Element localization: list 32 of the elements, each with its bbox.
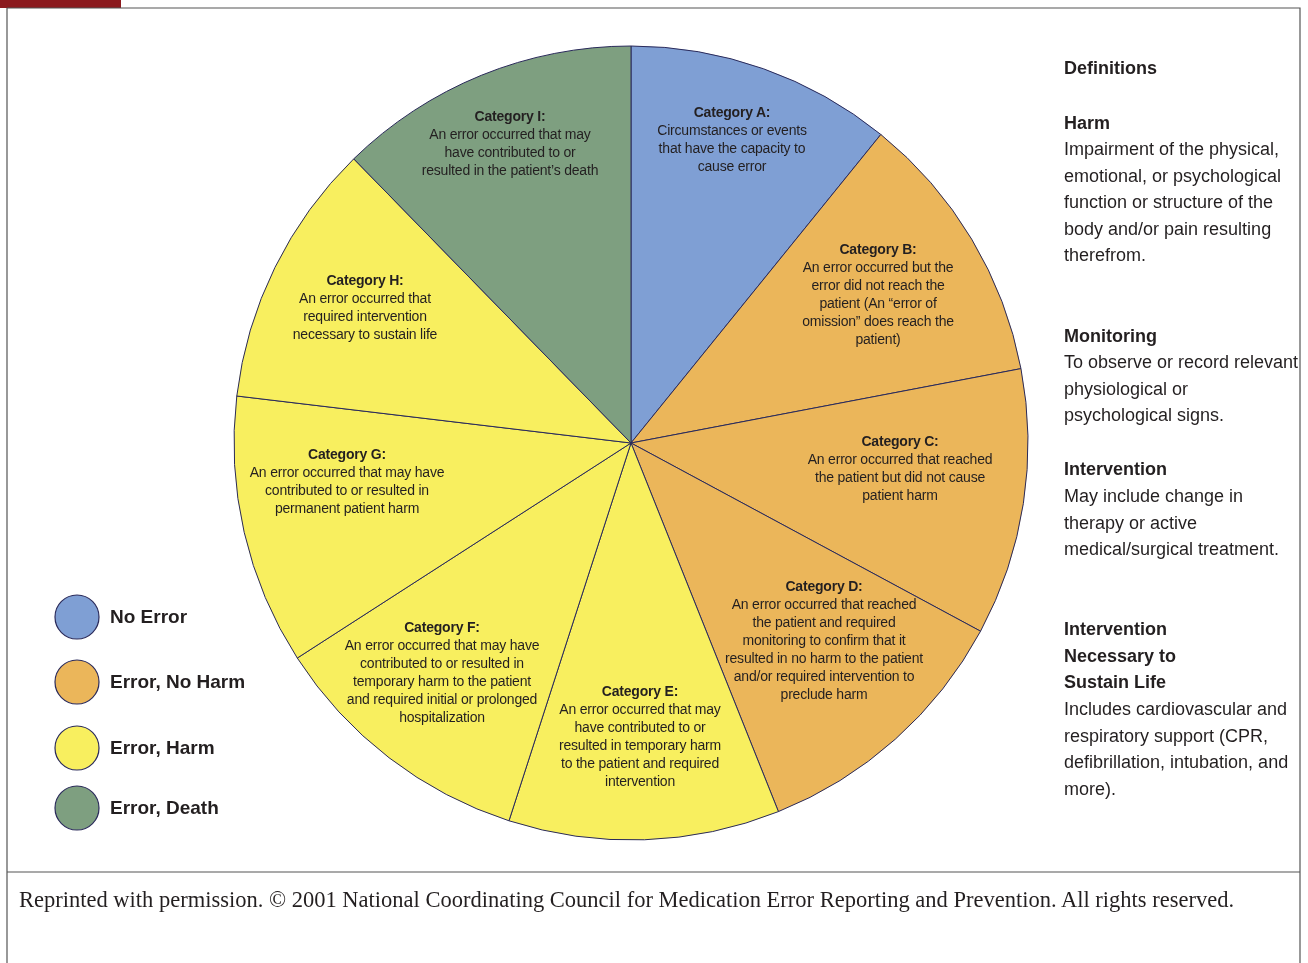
legend-label: Error, Harm [110, 736, 215, 760]
category-description: An error occurred that may have contributed to or resulted in the patient’s death [420, 125, 600, 179]
legend-label: Error, No Harm [110, 670, 246, 694]
category-description: An error occurred but the error did not reach the patient (An “error of omission” does reach the patient) [801, 258, 955, 348]
category-heading: Category G: [307, 445, 387, 463]
category-description: An error occurred that reached the patient and required monitoring to confirm that it resulted in no harm to the patient and/or required intervention to preclude harm [724, 595, 924, 703]
legend-label: No Error [110, 605, 188, 629]
category-description: An error occurred that required intervention necessary to sustain life [291, 289, 439, 343]
definition-text: May include change in therapy or active medical/surgical treatment. [1064, 485, 1281, 561]
caption: Reprinted with permission. © 2001 National Coordinating Council for Medication Error Reporting and Prevention. All rights reserved. [19, 886, 1235, 914]
definition-text: Impairment of the physical, emotional, or psychological function or structure of the body and/or pain resulting therefrom. [1064, 138, 1283, 267]
category-description: An error occurred that may have contributed to or resulted in temporary harm to the patient and required initial or prolonged hospitalization [343, 636, 541, 726]
definition-term: Intervention Necessary to Sustain Life [1064, 618, 1178, 694]
category-description: An error occurred that may have contributed to or resulted in temporary harm to the patient and required intervention [557, 700, 723, 790]
category-heading: Category A: [692, 103, 772, 121]
legend-label: Error, Death [110, 796, 219, 820]
definition-term: Harm [1064, 112, 1112, 135]
definition-text: To observe or record relevant physiological or psychological signs. [1064, 351, 1300, 427]
category-description: Circumstances or events that have the capacity to cause error [656, 121, 808, 175]
category-description: An error occurred that may have contributed to or resulted in permanent patient harm [249, 463, 445, 517]
category-heading: Category B: [838, 240, 918, 258]
definition-term: Intervention [1064, 458, 1168, 481]
category-heading: Category D: [784, 577, 864, 595]
category-heading: Category I: [473, 107, 547, 125]
category-heading: Category C: [860, 432, 940, 450]
category-heading: Category E: [600, 682, 680, 700]
category-heading: Category H: [325, 271, 405, 289]
definition-term: Definitions [1064, 57, 1158, 80]
category-description: An error occurred that reached the patient but did not cause patient harm [806, 450, 994, 504]
definition-text: Includes cardiovascular and respiratory support (CPR, defibrillation, intubation, and more). [1064, 698, 1290, 801]
definition-term: Monitoring [1064, 325, 1158, 348]
category-heading: Category F: [403, 618, 481, 636]
